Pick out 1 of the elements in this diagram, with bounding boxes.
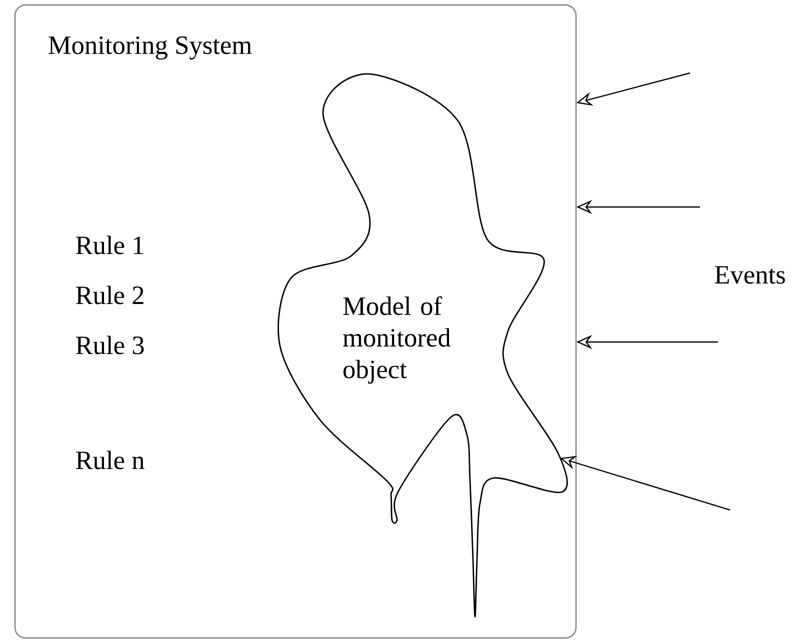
events-label: Events: [714, 266, 785, 284]
